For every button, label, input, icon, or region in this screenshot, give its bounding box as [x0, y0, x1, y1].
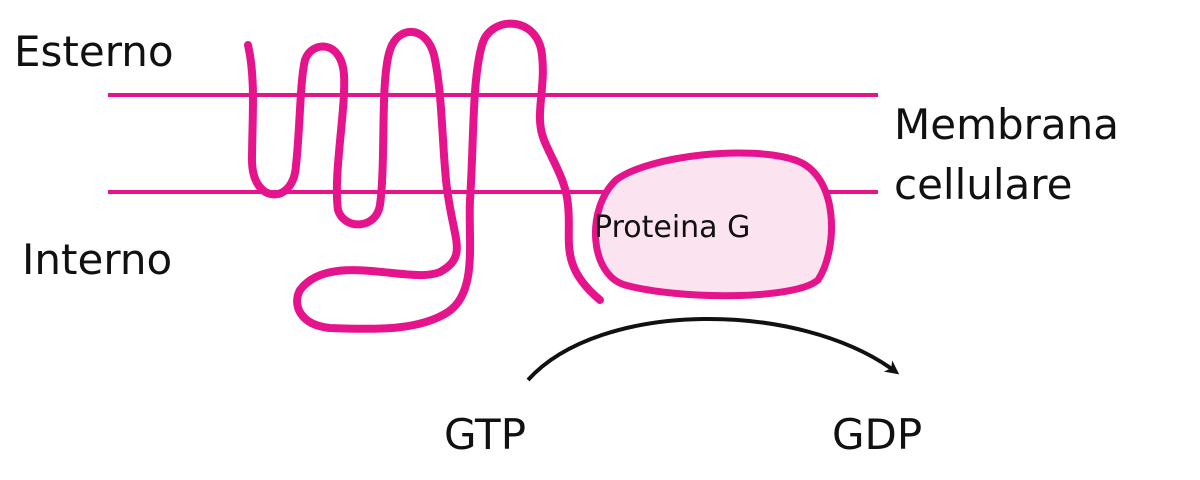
gdp-label: GDP — [832, 410, 922, 459]
g-protein-label: Proteina G — [594, 210, 750, 245]
receptor-chain — [244, 19, 604, 333]
membrane-label-line1: Membrana — [894, 100, 1119, 149]
inside-label: Interno — [22, 235, 172, 284]
g-protein-shape — [591, 149, 835, 300]
membrane-label-line2: cellulare — [894, 160, 1072, 209]
outside-label: Esterno — [14, 27, 174, 76]
gtp-label: GTP — [444, 410, 526, 459]
gtp-to-gdp-arrow — [526, 316, 900, 382]
